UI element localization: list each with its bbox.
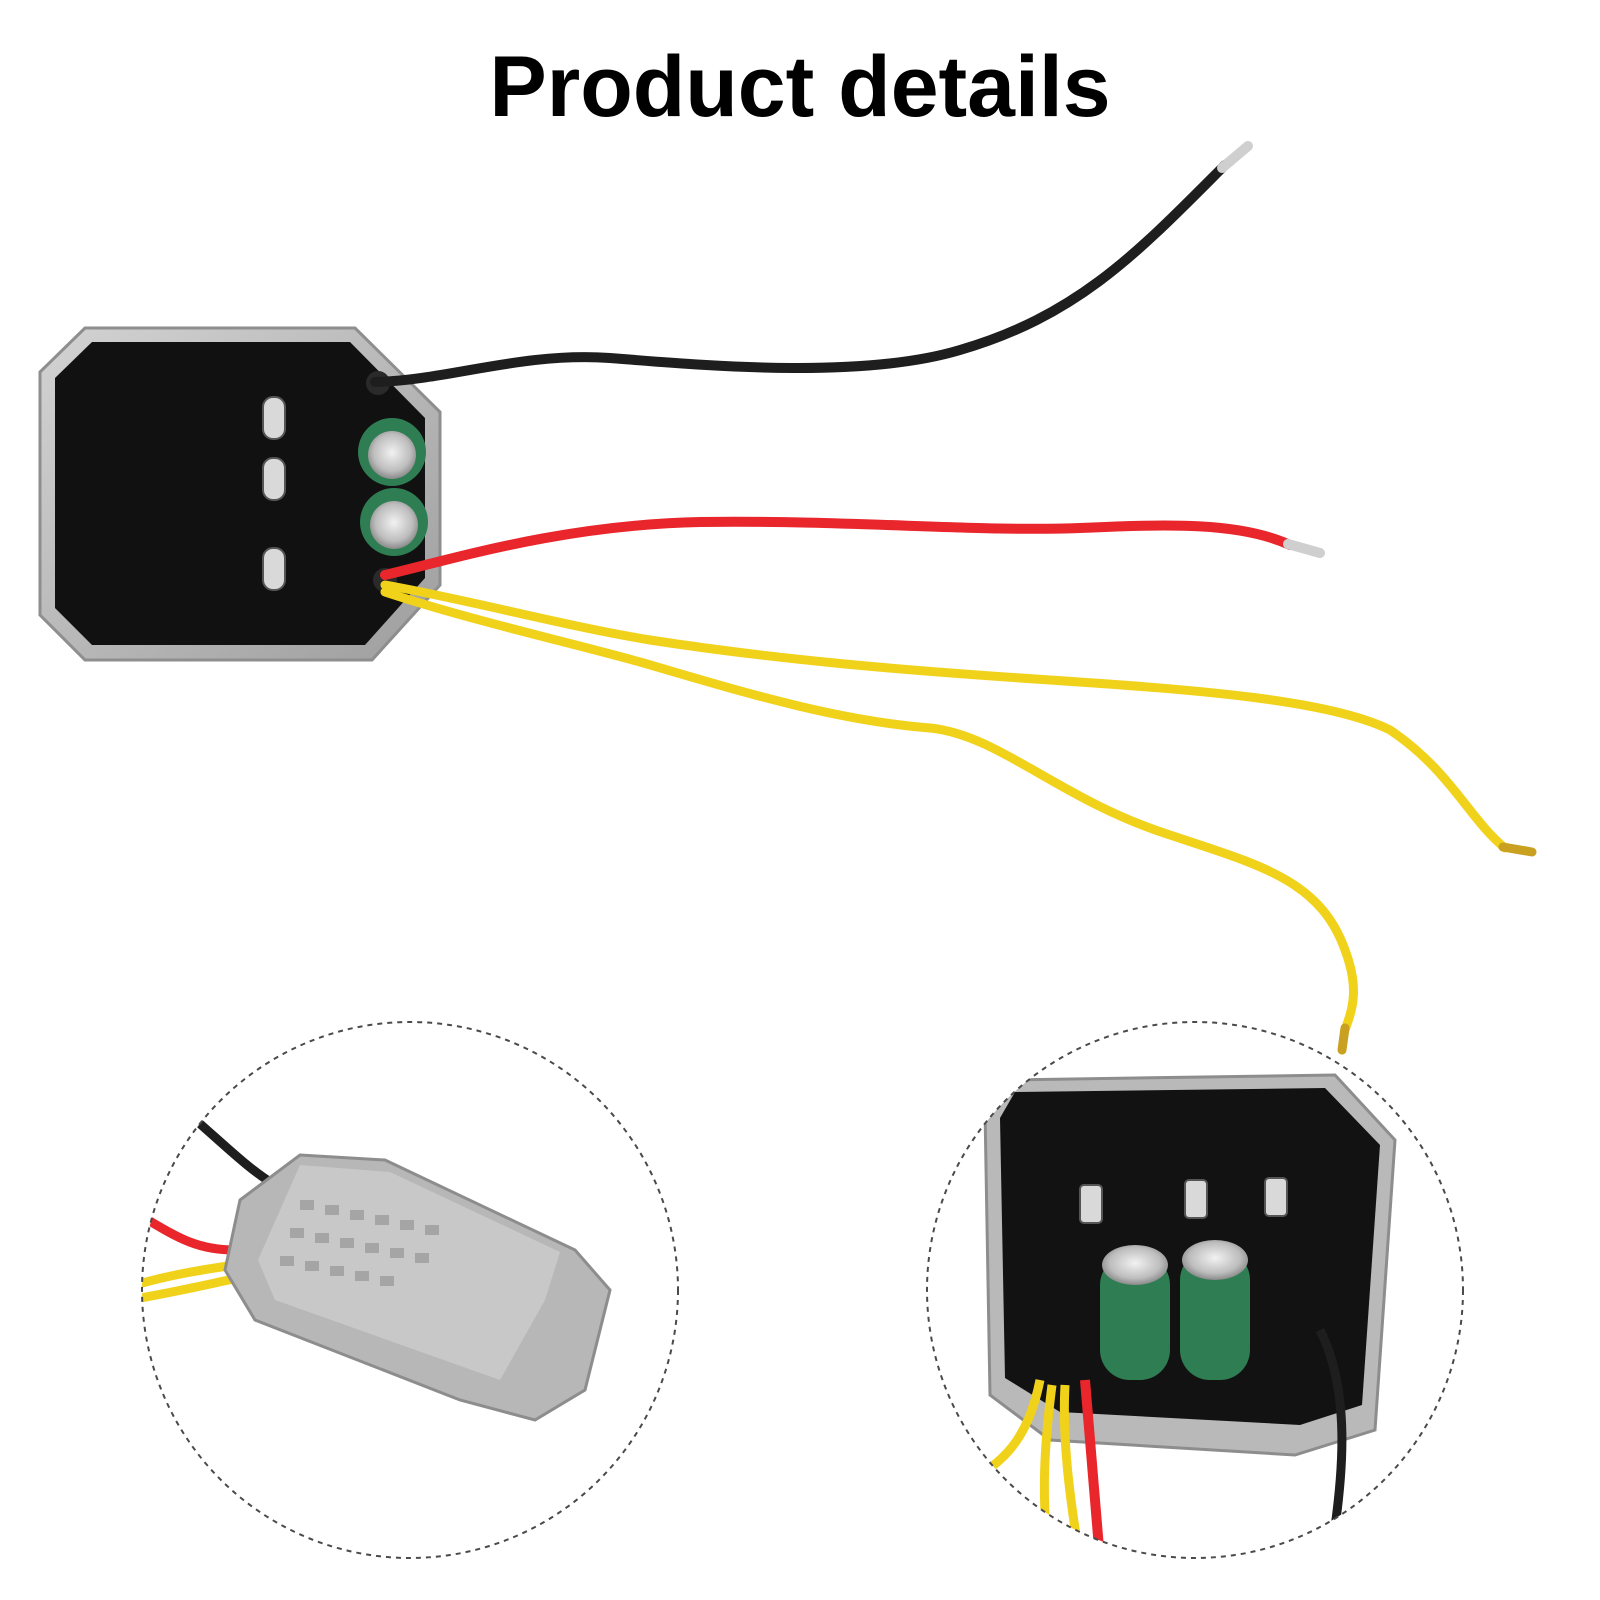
page-title: Product details	[489, 39, 1111, 135]
terminal-pins	[262, 396, 286, 591]
wire-yellow-1	[380, 580, 1510, 853]
module-board	[55, 342, 425, 645]
capacitor-right-closeup	[1180, 1240, 1250, 1380]
wire-black	[370, 160, 1230, 387]
detail-circle-right	[926, 1021, 1464, 1559]
wire-red	[380, 516, 1295, 580]
capacitor-upper	[358, 418, 426, 486]
wire-yellow-2	[380, 587, 1358, 1035]
main-module	[38, 326, 442, 662]
capacitor-lower	[360, 488, 428, 556]
detail-circle-left	[141, 1021, 679, 1559]
capacitor-left-closeup	[1100, 1245, 1170, 1380]
wires	[370, 141, 1537, 1055]
